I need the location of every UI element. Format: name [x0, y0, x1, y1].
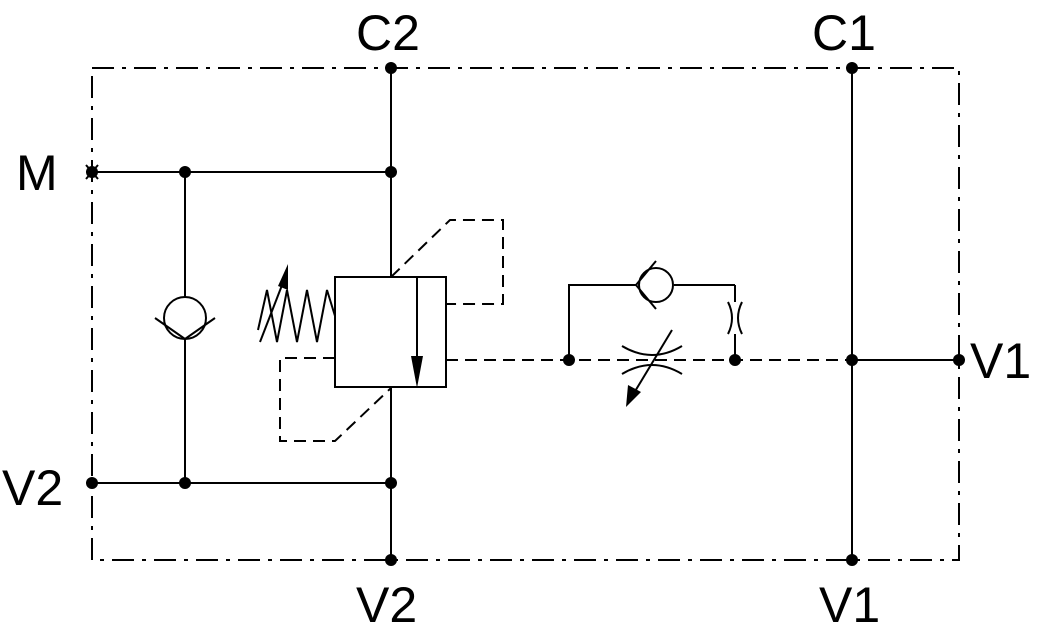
junction-dot: [385, 62, 397, 74]
junction-dot: [86, 166, 98, 178]
junction-dot: [86, 477, 98, 489]
port-label-c2: C2: [356, 5, 420, 61]
bypass-check-seat-icon: [634, 260, 657, 310]
spring-adjust-arrow-icon: [259, 279, 285, 343]
bypass-line: [568, 284, 636, 360]
junction-dot: [563, 354, 575, 366]
port-label-c1: C1: [812, 5, 876, 61]
junction-dot: [385, 554, 397, 566]
bypass-check-ball-icon: [638, 267, 674, 303]
adjustable-spring-icon: [257, 289, 336, 343]
junction-dot: [846, 354, 858, 366]
junction-dot: [729, 354, 741, 366]
junction-dot: [179, 166, 191, 178]
flow-arrowhead-icon: [411, 356, 423, 388]
port-label-v2-left: V2: [2, 460, 63, 516]
junction-dot: [385, 477, 397, 489]
fixed-orifice-icon: [727, 301, 743, 335]
spring-arrowhead-icon: [278, 264, 288, 290]
pilot-line-bottom: [279, 357, 392, 442]
restrictor-arrowhead-icon: [626, 385, 641, 407]
check-valve-ball-icon: [163, 296, 207, 340]
junction-dot: [179, 477, 191, 489]
port-label-m: M: [16, 145, 58, 201]
restrictor-adjust-arrow-icon: [630, 329, 673, 399]
junction-dot: [846, 62, 858, 74]
pilot-line-top: [390, 219, 504, 305]
valve-body-boundary: [91, 67, 960, 561]
junction-dot: [385, 166, 397, 178]
variable-restrictor-icon: [621, 345, 683, 375]
relief-valve-body: [334, 276, 447, 388]
check-valve-seat-icon: [154, 317, 216, 341]
junction-dot: [846, 554, 858, 566]
port-label-v2-bottom: V2: [356, 577, 417, 633]
junction-dot: [953, 354, 965, 366]
port-label-v1-bottom: V1: [819, 577, 880, 633]
port-label-v1-right: V1: [970, 333, 1031, 389]
